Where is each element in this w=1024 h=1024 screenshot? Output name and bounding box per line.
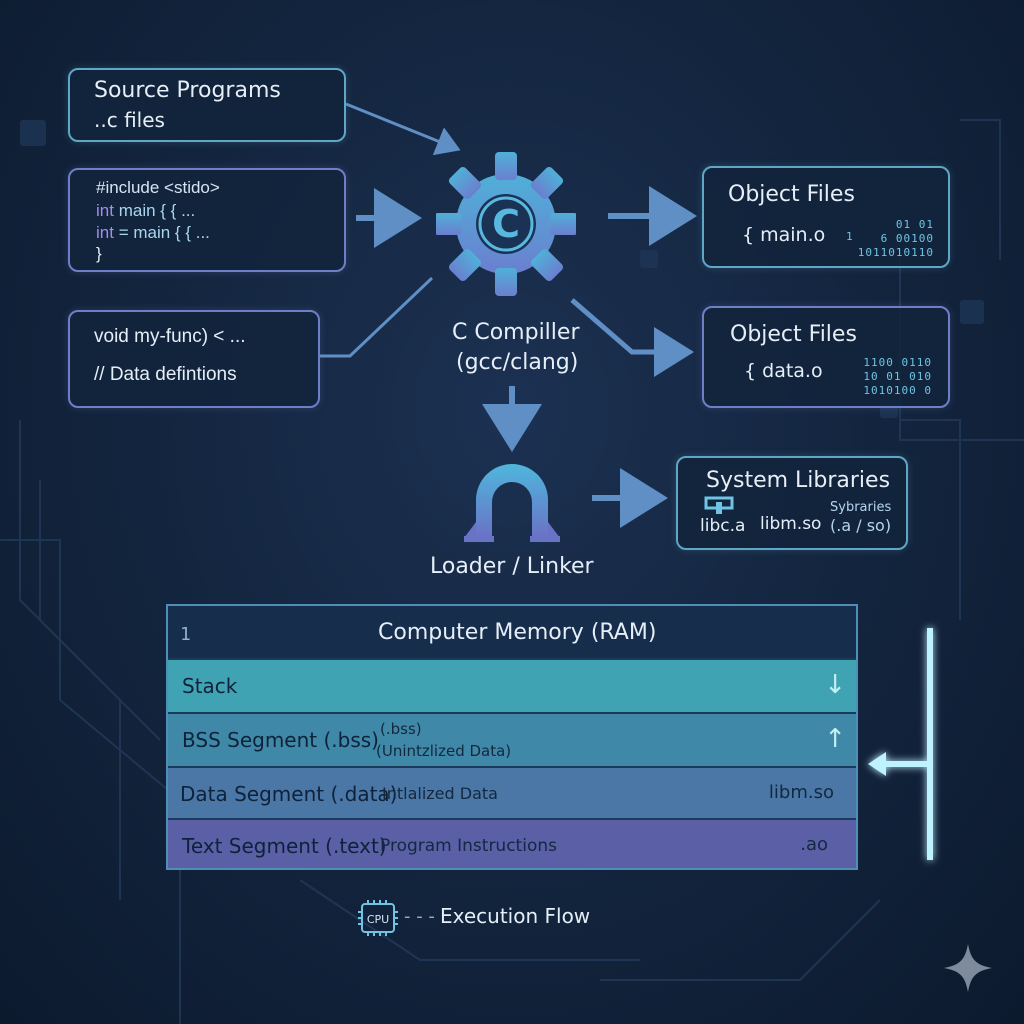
compiler-letter-c: C bbox=[492, 202, 520, 246]
code-box-func: void my-func) < ... // Data defintions bbox=[68, 310, 320, 408]
object-files-box-main: Object Files { main.o 1 01 01 6 00100 10… bbox=[702, 166, 950, 268]
lib-note-ext: (.a / so) bbox=[830, 516, 892, 535]
data-segment-lib: libm.so bbox=[768, 782, 834, 803]
cpu-chip-icon: CPU bbox=[358, 900, 398, 936]
arrow-up-icon: ↑ bbox=[824, 724, 846, 754]
source-programs-box: Source Programs ..c files bbox=[68, 68, 346, 142]
linker-label: Loader / Linker bbox=[430, 554, 594, 579]
memory-row-text: Text Segment (.text) Program Instruction… bbox=[168, 818, 856, 868]
object-file-name: { data.o bbox=[744, 360, 823, 382]
source-programs-title: Source Programs bbox=[94, 78, 281, 103]
code-keyword-int: int bbox=[96, 223, 114, 242]
text-segment-label: Text Segment (.text) bbox=[182, 834, 387, 858]
memory-panel: 1 Computer Memory (RAM) Stack ↓ BSS Segm… bbox=[166, 604, 858, 870]
code-box-main: #include <stido> int main { { ... int = … bbox=[68, 168, 346, 272]
code-main-text: = main { { ... bbox=[118, 223, 210, 242]
bss-note: (.bss) bbox=[380, 720, 422, 738]
data-segment-note: Intlalized Data bbox=[382, 784, 498, 803]
code-include-line: #include <stido> bbox=[96, 178, 220, 197]
binary-bits: 1100 0110 10 01 010 1010100 0 bbox=[863, 356, 932, 397]
compiler-label-line2: (gcc/clang) bbox=[456, 350, 579, 375]
lib-libm: libm.so bbox=[760, 514, 822, 534]
code-comment-line: // Data defintions bbox=[94, 364, 237, 385]
code-main-line-2: int = main { { ... bbox=[96, 223, 210, 243]
object-files-title: Object Files bbox=[728, 182, 855, 207]
gear-icon: C bbox=[436, 152, 576, 296]
code-func-line: void my-func) < ... bbox=[94, 326, 246, 347]
sparkle-icon bbox=[944, 944, 992, 992]
system-libraries-box: System Libraries libc.a libm.so Sybrarie… bbox=[676, 456, 908, 550]
library-icon bbox=[704, 496, 734, 514]
object-files-box-data: Object Files { data.o 1100 0110 10 01 01… bbox=[702, 306, 950, 408]
code-main-text: main { { ... bbox=[118, 201, 196, 220]
memory-row-bss: BSS Segment (.bss) (.bss) (Unintzlized D… bbox=[168, 712, 856, 766]
bss-note-detail: (Unintzlized Data) bbox=[376, 742, 512, 760]
legend-dash: - - - bbox=[404, 906, 435, 927]
object-files-title: Object Files bbox=[730, 322, 857, 347]
cpu-label: CPU bbox=[367, 913, 389, 926]
bss-label: BSS Segment (.bss) bbox=[182, 728, 379, 752]
lib-libc: libc.a bbox=[700, 516, 746, 536]
memory-row-data: Data Segment (.data) Intlalized Data lib… bbox=[168, 766, 856, 818]
legend-label: Execution Flow bbox=[440, 904, 591, 928]
binary-bits: 01 01 6 00100 1011010110 bbox=[857, 218, 934, 259]
arrow-down-icon: ↓ bbox=[824, 670, 846, 700]
stack-label: Stack bbox=[182, 674, 238, 698]
object-file-name: { main.o bbox=[742, 224, 826, 246]
text-segment-note: Program Instructions bbox=[380, 836, 557, 856]
memory-index: 1 bbox=[180, 624, 191, 645]
memory-title: Computer Memory (RAM) bbox=[378, 620, 657, 645]
code-keyword-int: int bbox=[96, 201, 114, 220]
execution-flow-bracket bbox=[868, 628, 933, 860]
system-libraries-title: System Libraries bbox=[706, 468, 891, 493]
compiler-label-line1: C Compiller bbox=[452, 320, 580, 345]
data-segment-label: Data Segment (.data) bbox=[180, 782, 398, 806]
code-closing-brace: } bbox=[96, 244, 102, 263]
linker-magnet-icon bbox=[464, 464, 560, 542]
code-main-line-1: int main { { ... bbox=[96, 201, 195, 221]
text-segment-ext: .ao bbox=[800, 834, 828, 855]
source-programs-subtitle: ..c files bbox=[94, 108, 165, 132]
object-file-index: 1 bbox=[846, 230, 853, 243]
memory-row-stack: Stack ↓ bbox=[168, 658, 856, 712]
lib-note: Sybraries bbox=[830, 500, 892, 515]
